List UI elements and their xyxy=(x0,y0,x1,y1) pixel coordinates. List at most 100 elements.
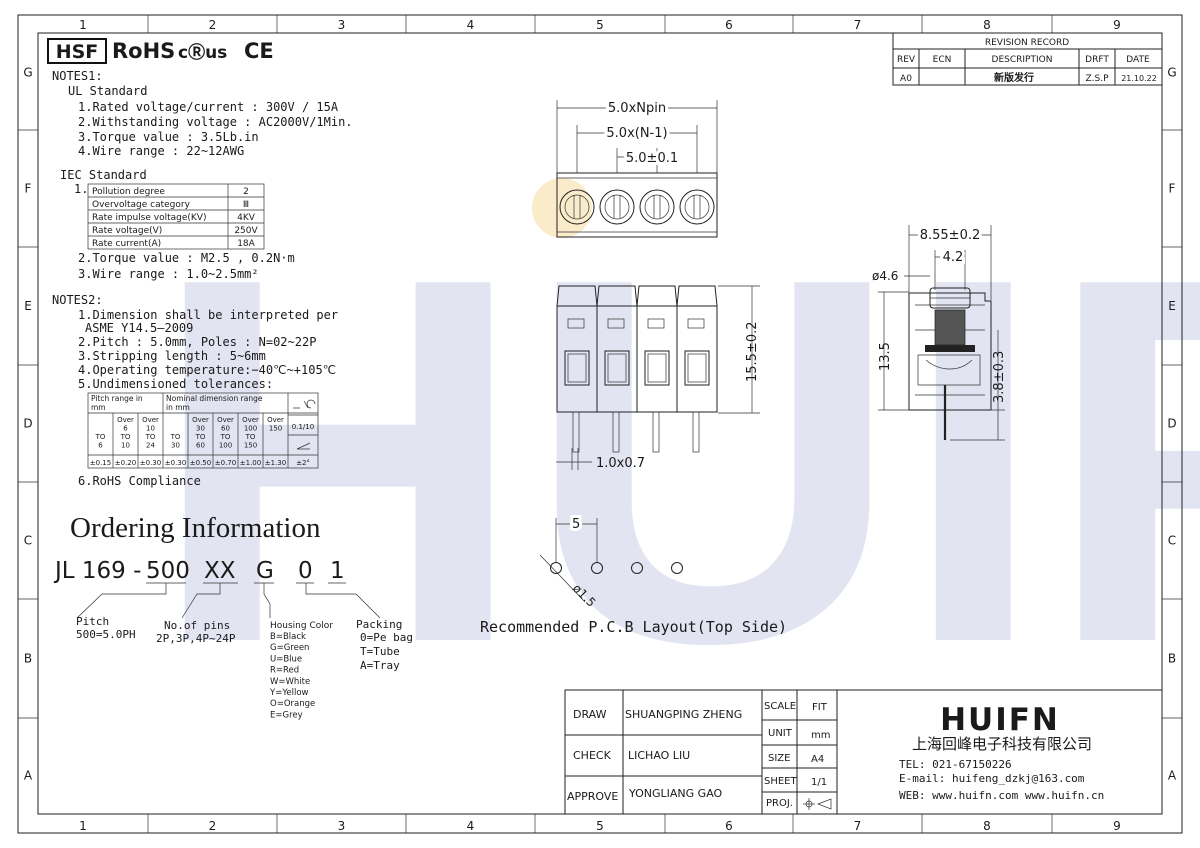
dim-mask: 4.2 xyxy=(943,250,964,265)
drft-header: DRFT xyxy=(1085,55,1109,65)
size-label: SIZE xyxy=(768,753,790,764)
zone-label-top: 1 xyxy=(79,18,87,32)
iec-value: 250V xyxy=(234,226,258,236)
watermark-dot xyxy=(532,178,592,238)
part-pitch: 500 xyxy=(146,558,190,584)
date-value: 21.10.22 xyxy=(1121,74,1157,83)
iec-param: Overvoltage category xyxy=(92,200,191,210)
iec-param: Rate current(A) xyxy=(92,239,161,249)
dim-mask: 5 xyxy=(572,517,580,532)
tol-range: TO xyxy=(95,433,106,441)
tol-range: 24 xyxy=(146,442,155,450)
notes1-title: NOTES1: xyxy=(52,69,103,83)
svg-text:HUIFN: HUIFN xyxy=(150,170,1200,751)
tol-table-border xyxy=(87,392,319,469)
color-option: W=White xyxy=(270,677,310,687)
notes2: NOTES2: 1.Dimension shall be interpreted… xyxy=(52,293,338,488)
color-list: B=BlackG=GreenU=BlueR=RedW=WhiteY=Yellow… xyxy=(269,632,315,720)
tol-header-nominal-unit: in mm xyxy=(166,403,190,412)
zone-label-right: D xyxy=(1167,417,1176,431)
top-view-body xyxy=(556,172,718,238)
ul-logo: cⓇus xyxy=(178,42,227,63)
ul-item: 1.Rated voltage/current : 300V / 15A xyxy=(78,100,339,114)
tol-range: TO xyxy=(120,433,131,441)
front-wire-entry-inner xyxy=(567,353,587,383)
iec-param: Rate voltage(V) xyxy=(92,226,162,236)
zone-label-top: 9 xyxy=(1113,18,1121,32)
pcb-hole xyxy=(631,562,643,574)
revision-record: REVISION RECORD REV ECN DESCRIPTION DRFT… xyxy=(892,32,1163,86)
tol-range: 60 xyxy=(221,425,230,433)
pcb-holes xyxy=(550,562,683,574)
front-wire-entry-inner xyxy=(687,353,707,383)
zone-label-right: C xyxy=(1168,534,1176,548)
color-option: B=Black xyxy=(270,632,306,642)
tol-value: ±0.30 xyxy=(140,459,161,467)
tol-header-nominal: Nominal dimension range xyxy=(166,394,263,403)
pcb-caption: Recommended P.C.B Layout(Top Side) xyxy=(480,618,787,636)
tol-range: 30 xyxy=(196,425,205,433)
zone-label-left: B xyxy=(24,652,32,666)
iec-value: 18A xyxy=(237,239,255,249)
check-label: CHECK xyxy=(573,749,612,762)
dim-side-diameter: ø4.6 xyxy=(872,269,898,283)
scale-value: FIT xyxy=(812,702,828,713)
rohs-logo: RoHS xyxy=(112,39,175,63)
color-option: R=Red xyxy=(270,666,299,676)
dim-pitch-span: 5.0x(N-1) xyxy=(606,126,667,141)
color-label: Housing Color xyxy=(270,621,333,631)
part-pack: 0 xyxy=(298,558,313,584)
tol-range: 100 xyxy=(244,425,257,433)
tol-value: ±1.00 xyxy=(240,459,261,467)
zone-label-left: F xyxy=(25,182,32,196)
tol-range: TO xyxy=(245,433,256,441)
zone-label-bottom: 9 xyxy=(1113,819,1121,833)
zone-label-bottom: 2 xyxy=(209,819,217,833)
company-logo: HUIFN xyxy=(940,702,1060,738)
zone-label-left: G xyxy=(23,66,32,80)
zone-label-top: 6 xyxy=(725,18,733,32)
dim-pitch: 5.0±0.1 xyxy=(626,151,678,166)
top-view: 5.0xNpin 5.0xNpin 5.0x(N-1) 5.0x(N-1) 5.… xyxy=(556,98,718,238)
tol-range: Over xyxy=(142,416,159,424)
screw-outer xyxy=(599,189,635,225)
notes2-item: 2.Pitch : 5.0mm, Poles : N=02~22P xyxy=(78,335,316,349)
notes1: NOTES1: UL Standard 1.Rated voltage/curr… xyxy=(52,69,353,281)
notes2-item: 1.Dimension shall be interpreted per xyxy=(78,308,338,322)
part-prefix: JL 169 - xyxy=(53,558,141,584)
tol-value: ±0.15 xyxy=(90,459,111,467)
iec-item: 3.Wire range : 1.0~2.5mm² xyxy=(78,267,259,281)
iec-value: 4KV xyxy=(237,213,256,223)
tol-range: Over xyxy=(217,416,234,424)
dim-mask: 5.0±0.1 xyxy=(626,151,678,166)
zone-label-bottom: 7 xyxy=(854,819,862,833)
description-header: DESCRIPTION xyxy=(992,55,1053,65)
approve-label: APPROVE xyxy=(567,790,618,803)
tol-range: 6 xyxy=(123,425,128,433)
dim-pin-length: 3.8±0.3 xyxy=(992,351,1007,403)
outer-border xyxy=(17,14,1183,834)
screw-head xyxy=(564,194,590,220)
scale-label: SCALE xyxy=(764,701,796,712)
tol-header-pitch: Pitch range in xyxy=(91,394,143,403)
screw-outer xyxy=(679,189,715,225)
packing-label: Packing xyxy=(356,618,402,631)
frame-zone-ticks xyxy=(18,15,1182,833)
notes2-item: 3.Stripping length : 5~6mm xyxy=(78,349,266,363)
screw-head xyxy=(644,194,670,220)
dim-mask: 8.55±0.2 xyxy=(920,228,981,243)
tol-range: TO xyxy=(195,433,206,441)
tol-value: ±0.70 xyxy=(215,459,236,467)
front-pin xyxy=(692,411,700,453)
pcb-hole xyxy=(591,562,603,574)
pins-label: No.of pins xyxy=(164,619,230,632)
tol-range: 30 xyxy=(171,442,180,450)
revision-title: REVISION RECORD xyxy=(985,38,1069,48)
projection-symbol-icon xyxy=(803,798,832,810)
zone-label-top: 3 xyxy=(338,18,346,32)
zone-label-bottom: 1 xyxy=(79,819,87,833)
geo-symbol-icon xyxy=(293,399,316,409)
zone-label-bottom: 5 xyxy=(596,819,604,833)
